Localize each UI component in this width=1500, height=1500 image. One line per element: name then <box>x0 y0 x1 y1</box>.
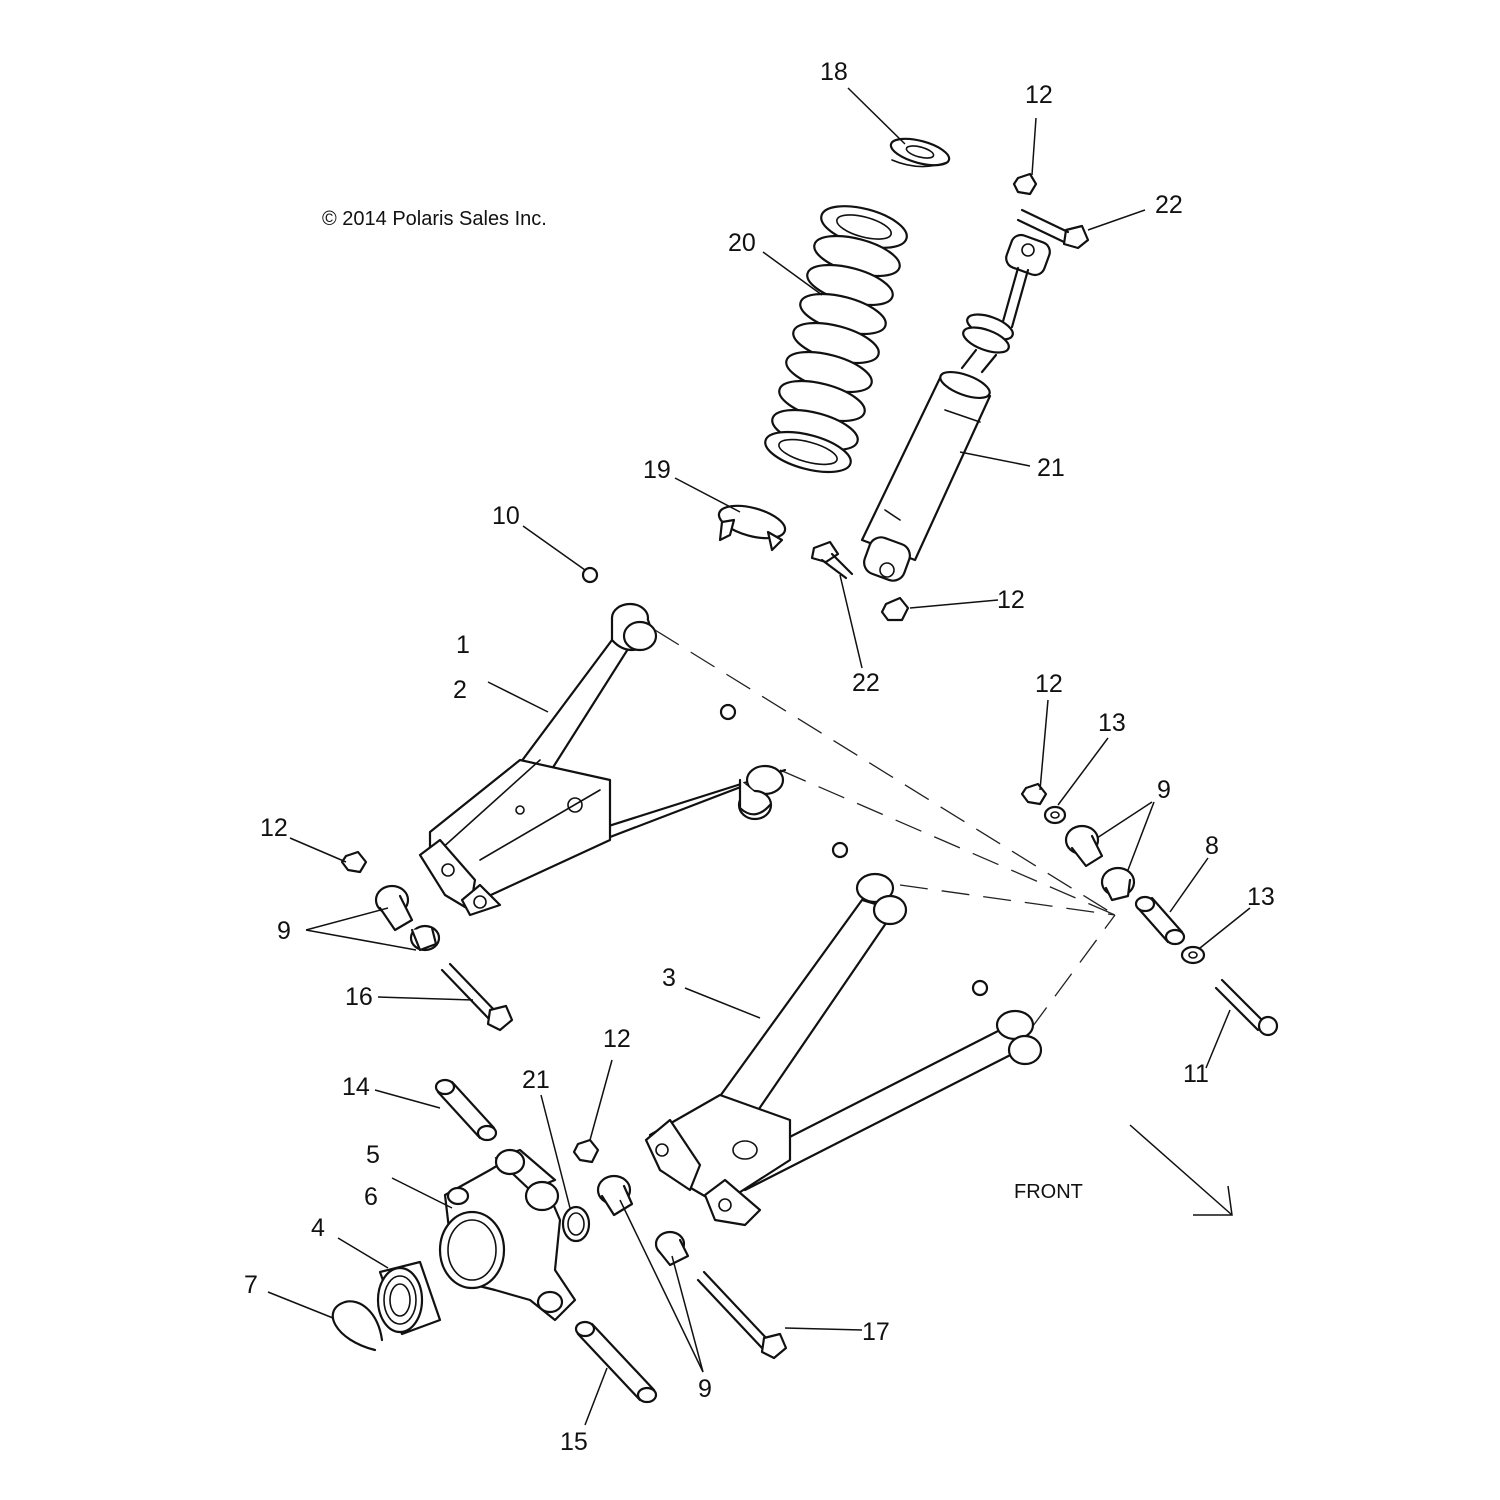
callout-8: 8 <box>1205 832 1219 860</box>
pivot-tube <box>1134 895 1186 946</box>
spring-retainer-top <box>889 137 951 168</box>
front-arrow-icon <box>1129 1124 1233 1216</box>
callout-6: 6 <box>364 1183 378 1211</box>
spring-retainer-bottom <box>717 504 787 552</box>
callout-5: 5 <box>366 1141 380 1169</box>
leader-lines <box>267 87 1251 1426</box>
bolt-shock-lower <box>810 540 854 580</box>
callout-3: 3 <box>662 964 676 992</box>
callout-2: 2 <box>453 676 467 704</box>
coil-spring <box>764 205 908 474</box>
callout-19: 19 <box>643 456 671 484</box>
callout-15: 15 <box>560 1428 588 1456</box>
callout-12: 12 <box>260 814 288 842</box>
shock-absorber <box>860 233 1051 582</box>
callout-22: 22 <box>1155 191 1183 219</box>
wheel-bearing <box>376 1260 442 1336</box>
callout-22: 22 <box>852 669 880 697</box>
callout-12: 12 <box>603 1025 631 1053</box>
lower-a-arm <box>644 872 1043 1227</box>
callout-9: 9 <box>277 917 291 945</box>
snap-ring <box>331 1300 384 1352</box>
bolt-lower <box>696 1270 788 1360</box>
callout-9: 9 <box>698 1375 712 1403</box>
washer <box>1043 805 1206 965</box>
callout-7: 7 <box>244 1271 258 1299</box>
pin-upper <box>434 1078 498 1142</box>
callout-12: 12 <box>1035 670 1063 698</box>
callout-17: 17 <box>862 1318 890 1346</box>
callout-13: 13 <box>1247 883 1275 911</box>
callout-10: 10 <box>492 502 520 530</box>
callout-21: 21 <box>1037 454 1065 482</box>
alignment-lines <box>654 629 1116 1031</box>
callout-4: 4 <box>311 1214 325 1242</box>
knuckle <box>438 1148 577 1322</box>
upper-a-arm <box>418 602 787 917</box>
pivot-bolt <box>1214 978 1279 1037</box>
callout-12: 12 <box>1025 81 1053 109</box>
front-label: FRONT <box>1014 1181 1083 1203</box>
callout-14: 14 <box>342 1073 370 1101</box>
seal-ring <box>561 1205 591 1243</box>
callout-12: 12 <box>997 586 1025 614</box>
copyright-text: © 2014 Polaris Sales Inc. <box>322 208 547 230</box>
callout-13: 13 <box>1098 709 1126 737</box>
callout-11: 11 <box>1183 1060 1209 1088</box>
callout-20: 20 <box>728 229 756 257</box>
nut-knuckle <box>572 1138 600 1164</box>
callout-1: 1 <box>456 631 470 659</box>
callout-9: 9 <box>1157 776 1171 804</box>
callout-labels: 18 12 22 20 21 19 10 12 1 2 22 12 13 9 8… <box>244 58 1275 1456</box>
nut-top <box>1012 172 1038 196</box>
callout-21: 21 <box>522 1066 550 1094</box>
bolt-left <box>440 962 514 1032</box>
bolt-top <box>1016 208 1090 250</box>
nut-upper-arm-pivot <box>1020 782 1048 806</box>
nut-left <box>340 850 368 874</box>
pin-lower <box>574 1320 658 1404</box>
grease-fitting <box>581 566 989 997</box>
nut-shock-lower <box>880 596 910 622</box>
callout-18: 18 <box>820 58 848 86</box>
callout-16: 16 <box>345 983 373 1011</box>
